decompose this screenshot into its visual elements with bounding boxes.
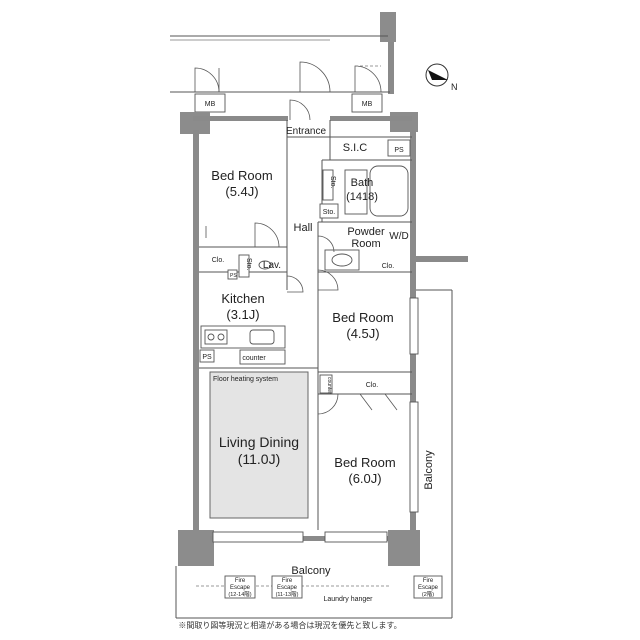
fire-escape-3 [413,575,443,599]
wall-left [193,130,199,540]
counter-label: counter [242,355,266,362]
fire-escape-2-line1: Fire [282,578,293,584]
kitchen-name: Kitchen [221,291,264,306]
closet-door-1 [359,393,373,411]
clo3-label: Clo. [366,382,379,389]
counter-back [239,349,286,365]
pillar-top-right [390,112,418,132]
bedroom2-size: (4.5J) [346,326,379,341]
powder-room-label-2: Room [351,238,380,250]
powder-room-label-1: Powder [347,226,385,238]
fire-escape-3-line3: (2階) [422,590,434,598]
kitchen-size: (3.1J) [226,307,259,322]
ps-top-box [387,139,411,157]
bedroom1-name: Bed Room [211,168,272,183]
bedroom3-size: (6.0J) [348,471,381,486]
entrance-label: Entrance [286,126,326,137]
fire-escape-1-line3: (12-14階) [228,590,251,598]
ps-small-box [227,269,238,280]
ps-small-label: PS [230,273,237,279]
wd-label: W/D [389,231,408,242]
mb-box-right [351,93,383,113]
clo2-label: Clo. [382,263,395,270]
wall-right-extension [410,256,468,262]
bedroom1-size: (5.4J) [225,184,258,199]
fire-escape-2-line2: Escape [277,585,298,591]
bedroom1-door [254,222,280,248]
kitchen-stove [204,329,228,345]
ps-top-label: PS [394,147,404,154]
balcony-right-label: Balcony [423,450,435,490]
footer-note: ※間取り図等現況と相違がある場合は現況を優先と致します。 [178,620,401,630]
window-bedroom3 [324,531,388,543]
fire-escape-1-line1: Fire [235,578,246,584]
compass-north-label: N [451,82,458,92]
kitchen-door [286,275,304,293]
clo1-label: Clo. [212,257,225,264]
sic-label: S.I.C [343,142,368,154]
window-living [212,531,304,543]
entrance-pillar [380,12,396,42]
lav-label: Lav. [263,260,281,271]
wall-top-right [330,116,412,121]
mb-right-label: MB [362,101,373,108]
counter-small-box [319,374,333,394]
sto-lav-label: Sto. [245,258,252,271]
bedroom3-name: Bed Room [334,455,395,470]
powder-sink-basin [331,253,353,267]
sto-bath-label: Sto. [329,176,336,189]
ps-kitchen-box [199,349,215,363]
porch-gate-door-1 [194,67,220,93]
bath-wash-area [344,169,368,215]
living-size: (11.0J) [238,451,281,467]
entrance-porch-wall [388,14,394,94]
sto-box-bath [322,169,334,201]
closet-door-2 [384,393,398,411]
mb-left-label: MB [205,101,216,108]
laundry-hanger-label: Laundry hanger [323,596,373,603]
floor-heating-area [209,371,309,519]
powder-door [317,235,335,253]
porch-gate-door-3 [354,65,382,93]
window-bedroom3-side [409,401,419,513]
sto-box-hall [319,203,339,219]
ps-kitchen-label: PS [202,354,212,361]
fire-escape-1-line2: Escape [230,585,251,591]
fire-escape-3-line1: Fire [423,578,434,584]
balcony-bottom-label: Balcony [291,565,331,577]
fire-escape-3-line2: Escape [418,585,439,591]
bedroom2-door [317,269,339,291]
fire-escape-2-line3: (11-13階) [276,590,299,598]
entrance-door [289,99,311,121]
compass-arrow-icon [428,70,448,80]
floor-heating-label: Floor heating system [213,376,278,383]
counter-small-label: counter [326,377,332,394]
sto-lav-box [238,254,250,278]
bathtub [369,165,409,217]
living-name: Living Dining [219,434,299,450]
fire-escape-1 [224,575,256,599]
fire-escape-2 [271,575,303,599]
pillar-bottom-right [388,530,420,566]
window-bedroom2 [409,297,419,355]
stove-burner-1 [207,333,215,341]
hall-label: Hall [294,222,313,234]
wall-top-left [193,116,288,121]
bath-size: (1418) [346,191,378,203]
kitchen-sink [249,329,275,345]
bedroom3-door [317,393,339,415]
pillar-bottom-left [178,530,214,566]
toilet [258,260,272,270]
porch-gate-door-2 [299,61,331,93]
sto-hall-label: Sto. [323,209,336,216]
bedroom2-name: Bed Room [332,310,393,325]
stove-burner-2 [217,333,225,341]
bath-name: Bath [351,177,374,189]
